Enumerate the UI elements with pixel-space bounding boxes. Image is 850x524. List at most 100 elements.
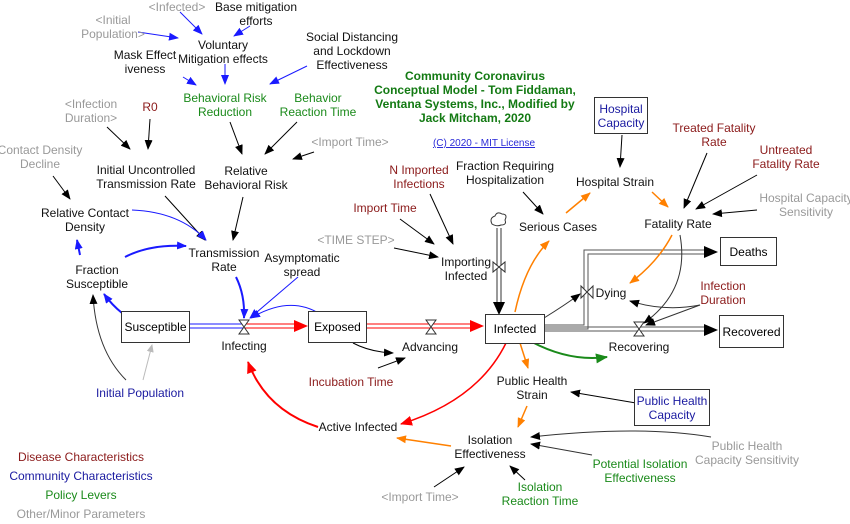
link-infected-to-dying <box>543 293 581 319</box>
flow-infecting[interactable]: Infecting <box>221 339 267 353</box>
link-fatality-to-dying <box>629 234 673 284</box>
link-behavioral-to-relative <box>229 121 243 155</box>
link-fraction-to-relativecontact <box>74 239 83 256</box>
link-social-to-behavioral <box>269 65 308 85</box>
link-nimported-to-importing <box>429 193 454 245</box>
var-active-infected[interactable]: Active Infected <box>318 420 398 434</box>
valve-infecting-icon[interactable] <box>238 319 250 335</box>
link-initialpop-to-fraction <box>89 294 127 381</box>
var-incubation-time[interactable]: Incubation Time <box>308 375 394 389</box>
link-potential-to-isolation <box>530 441 593 456</box>
link-r0-to-initial <box>144 118 153 150</box>
link-contactdecline-to-relativecontact <box>52 175 71 200</box>
link-timestep-to-importing <box>393 247 439 260</box>
link-base-mitigation-to-voluntary <box>233 25 251 37</box>
var-hospital-strain[interactable]: Hospital Strain <box>575 175 655 189</box>
link-asymptomatic-to-infecting <box>249 276 299 319</box>
valve-dying-icon[interactable] <box>580 284 594 300</box>
var-fatality-rate[interactable]: Fatality Rate <box>644 217 712 231</box>
valve-recovering-icon[interactable] <box>633 321 645 337</box>
link-active-to-infecting <box>247 361 319 428</box>
var-serious-cases[interactable]: Serious Cases <box>518 220 598 234</box>
link-exposed-to-infecting <box>250 304 321 319</box>
link-infduration-to-initial <box>106 126 131 150</box>
link-reaction-to-isolation <box>509 465 526 481</box>
pipe-arrowhead <box>704 246 718 258</box>
flow-advancing[interactable]: Advancing <box>401 340 459 354</box>
var-import-time-shadow-top[interactable]: <Import Time> <box>311 135 389 149</box>
link-susceptible-to-fraction <box>103 293 123 314</box>
link-importtime-to-importing <box>399 218 435 245</box>
stock-infected[interactable]: Infected <box>485 314 545 344</box>
license-link[interactable]: (C) 2020 - MIT License <box>432 138 536 149</box>
stock-recovered[interactable]: Recovered <box>719 315 784 348</box>
link-infected-to-voluntary <box>179 11 203 35</box>
link-importtime-to-relative <box>292 151 315 160</box>
flow-dying[interactable]: Dying <box>595 286 627 300</box>
stock-label: Susceptible <box>124 320 187 334</box>
link-treated-to-fatality <box>683 152 708 209</box>
pipe-infected-to-recovered <box>545 324 718 336</box>
link-isolation-to-active <box>396 435 452 447</box>
pipe-exposed-to-infected <box>367 320 484 332</box>
link-infected-to-recovering <box>531 341 608 364</box>
cloud-icon <box>490 212 507 227</box>
link-fatality-to-recovering <box>643 234 683 324</box>
pipe-arrowhead <box>493 302 505 315</box>
var-r0[interactable]: R0 <box>142 100 158 114</box>
flow-recovering[interactable]: Recovering <box>608 340 670 354</box>
var-time-step-shadow[interactable]: <TIME STEP> <box>317 233 395 247</box>
link-infduration-to-dying <box>629 299 701 309</box>
stock-deaths[interactable]: Deaths <box>720 237 777 266</box>
link-importtime-to-isolation <box>433 466 465 488</box>
pipe-susceptible-to-infecting <box>190 323 243 329</box>
stock-susceptible[interactable]: Susceptible <box>121 311 190 343</box>
pipe-arrowhead <box>470 320 484 332</box>
stock-label: Deaths <box>729 244 768 259</box>
link-hospitalstrain-to-fatality <box>651 191 669 208</box>
var-initial-population[interactable]: Initial Population <box>95 386 185 400</box>
var-import-time[interactable]: Import Time <box>353 201 417 215</box>
pipe-importing-to-infected <box>493 228 505 315</box>
link-reactiontime-to-relative <box>264 121 298 155</box>
stock-exposed[interactable]: Exposed <box>308 311 367 343</box>
valve-advancing-icon[interactable] <box>425 319 437 335</box>
link-initial-pop-to-voluntary <box>137 31 179 41</box>
valve-importing-icon[interactable] <box>492 260 506 274</box>
link-phcap-to-phstrain <box>570 389 637 404</box>
var-import-time-shadow-bottom[interactable]: <Import Time> <box>381 490 459 504</box>
legend: Disease Characteristics Community Charac… <box>0 448 162 524</box>
var-infected-shadow[interactable]: <Infected> <box>148 0 206 14</box>
